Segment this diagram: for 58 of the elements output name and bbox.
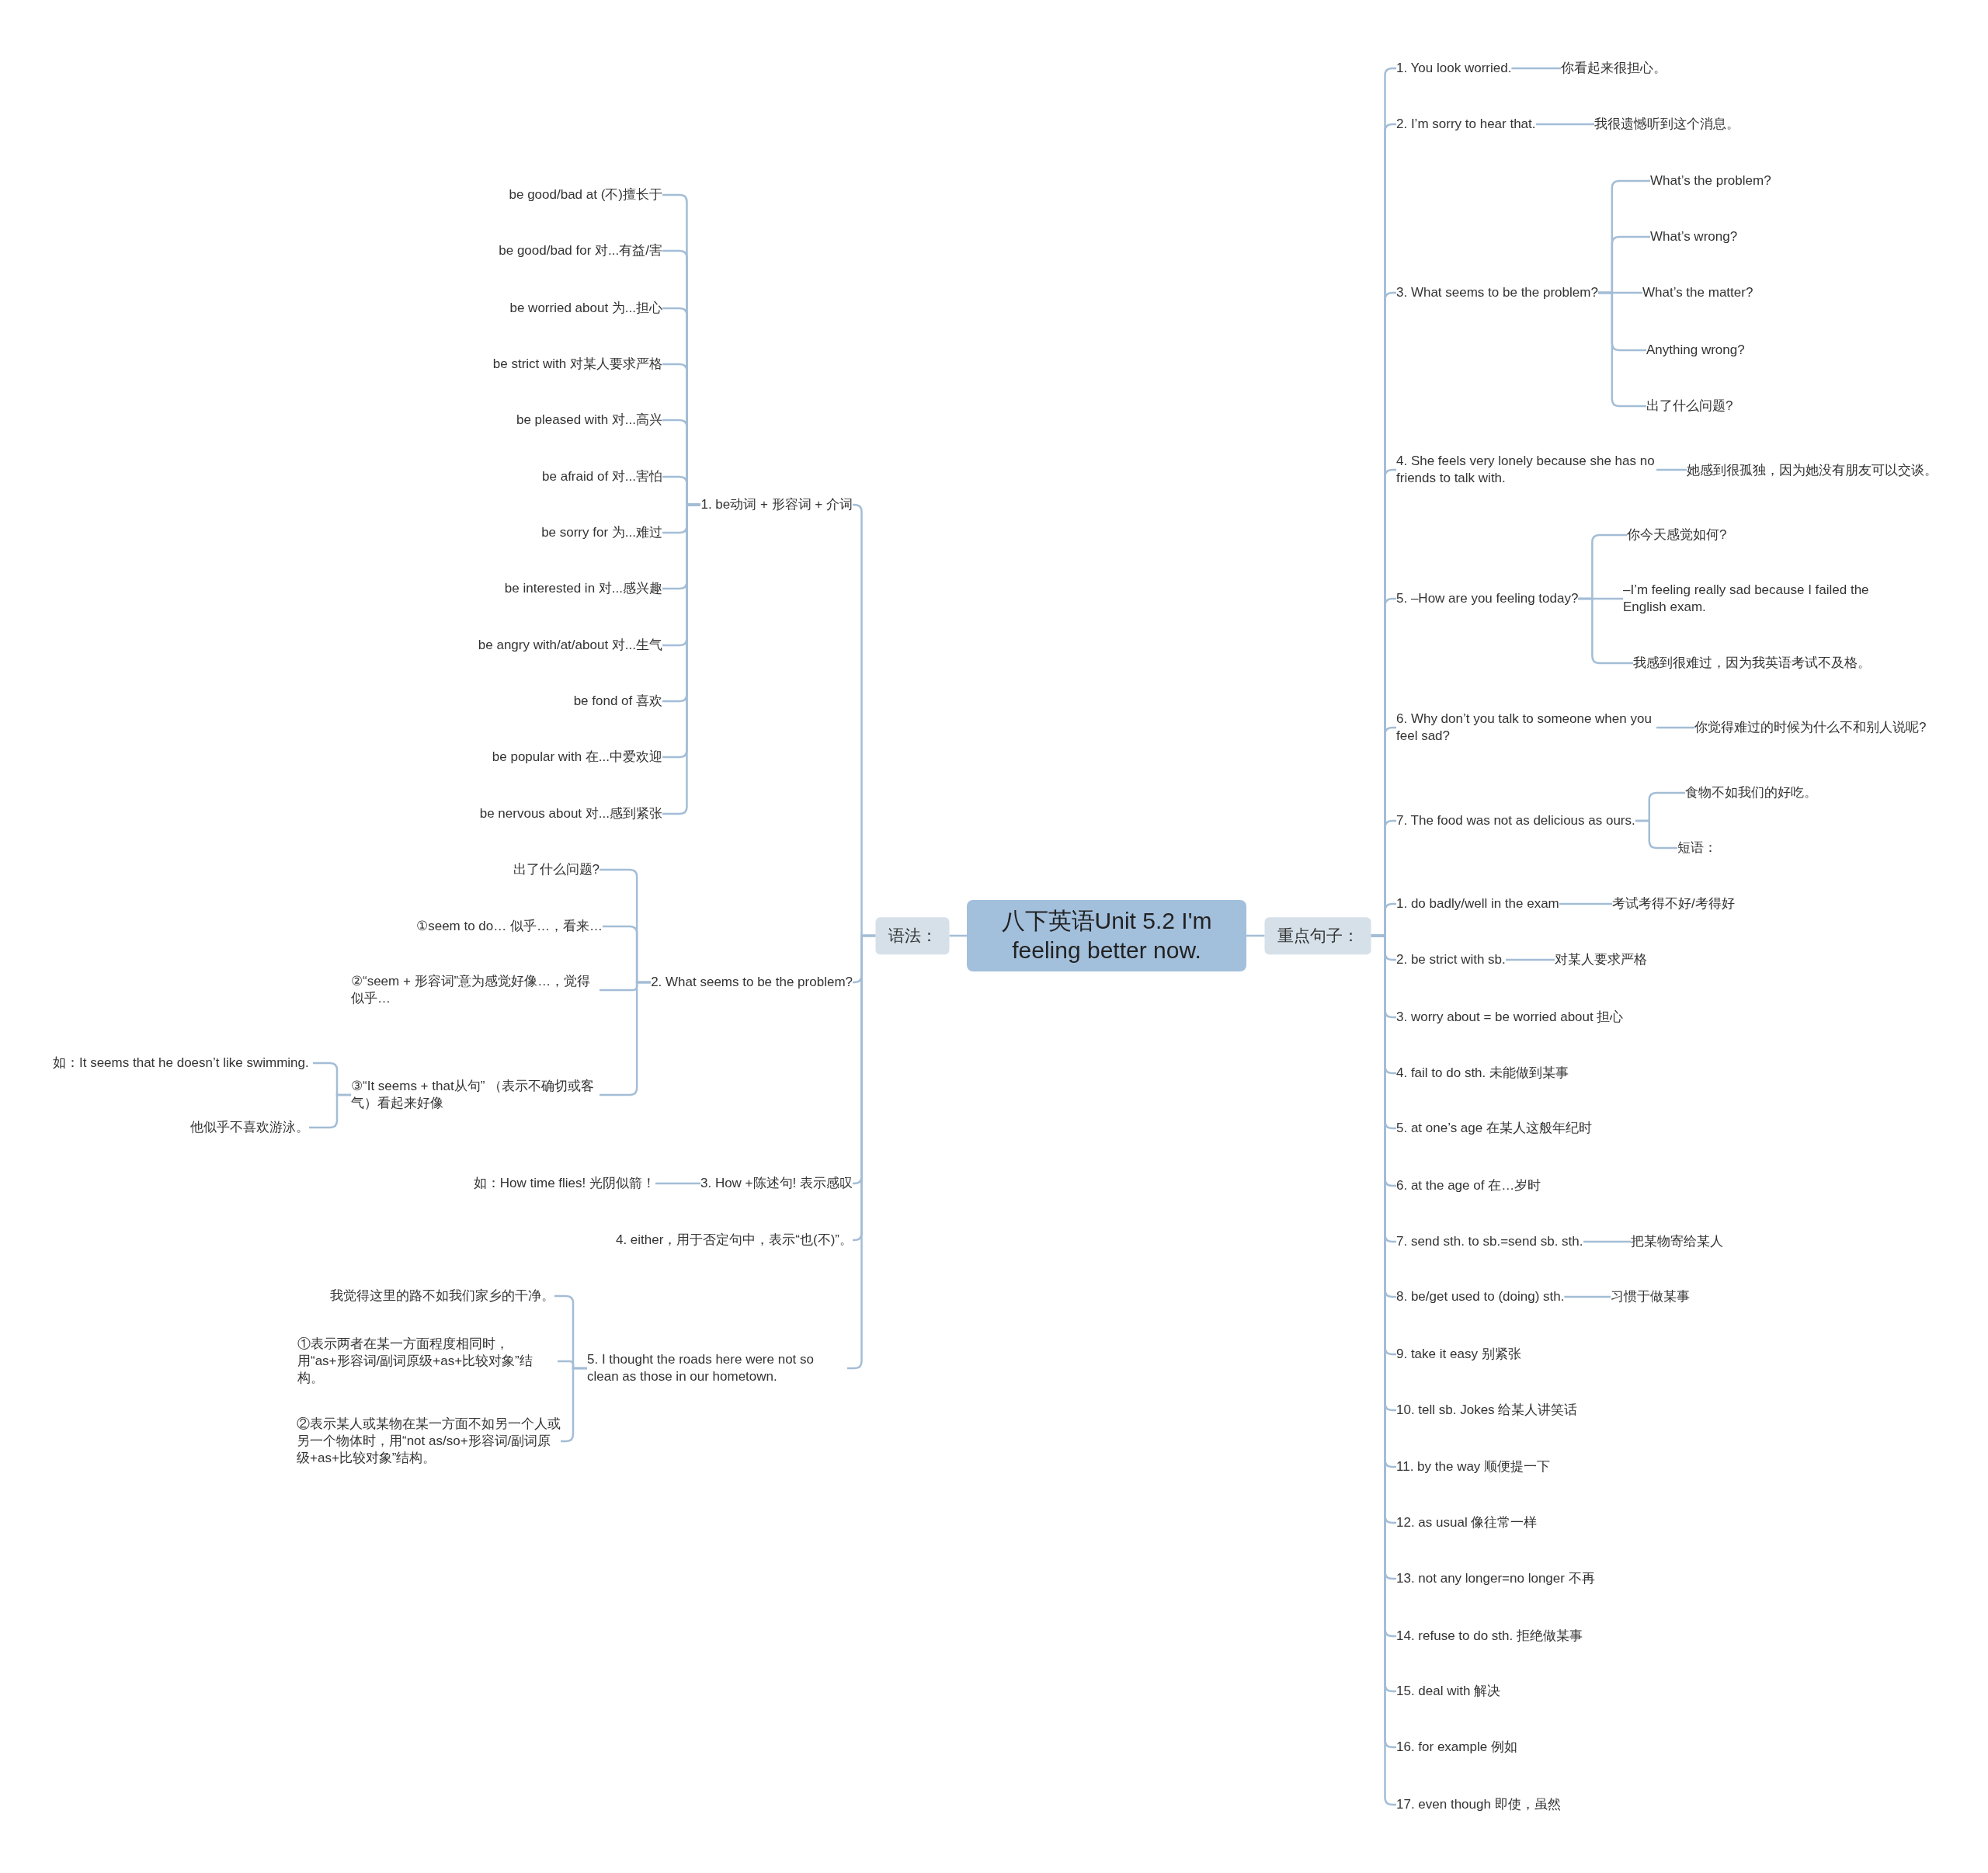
topic-text: be sorry for 为...难过 (541, 524, 662, 541)
topic-text: 11. by the way 顺便提一下 (1396, 1458, 1551, 1475)
topic-text: be angry with/at/about 对...生气 (478, 637, 662, 654)
topic-text: be nervous about 对...感到紧张 (479, 805, 662, 822)
topic-text: 16. for example 例如 (1396, 1739, 1517, 1756)
connector-line (1635, 819, 1677, 850)
topic-text: 你觉得难过的时候为什么不和别人说呢? (1694, 719, 1927, 736)
topic-text: ①seem to do… 似乎…，看来… (416, 918, 603, 935)
topic-text: be worried about 为...担心 (509, 300, 662, 317)
topic-text: 12. as usual 像往常一样 (1396, 1514, 1538, 1531)
topic-text: be afraid of 对...害怕 (542, 468, 662, 485)
topic-text: be good/bad at (不)擅长于 (509, 186, 662, 203)
connector-line (1583, 1240, 1631, 1243)
topic-text: be pleased with 对...高兴 (516, 412, 662, 429)
topic-text: ②表示某人或某物在某一方面不如另一个人或另一个物体时，用“not as/so+形容词/副词原级+as+比较对象”结构。 (297, 1416, 561, 1467)
topic-text: 9. take it easy 别紧张 (1396, 1346, 1521, 1363)
connector-line (1246, 934, 1265, 937)
topic-text: 14. refuse to do sth. 拒绝做某事 (1396, 1628, 1583, 1645)
topic-text: be popular with 在...中爱欢迎 (492, 749, 662, 766)
connector-line (600, 981, 652, 1096)
connector-line (662, 503, 701, 815)
topic-text: 出了什么问题? (513, 861, 600, 878)
topic-text: be good/bad for 对...有益/害 (499, 242, 662, 259)
topic-text: 3. worry about = be worried about 担心 (1396, 1009, 1624, 1026)
connector-line (1559, 902, 1612, 905)
topic-text: 考试考得不好/考得好 (1612, 895, 1735, 912)
topic-text: 6. at the age of 在…岁时 (1396, 1177, 1541, 1194)
topic-text: 17. even though 即使，虽然 (1396, 1796, 1561, 1813)
connector-line (1564, 1295, 1611, 1298)
branch-topic: 语法： (875, 917, 950, 954)
connector-line (949, 934, 967, 937)
topic-text: 1. be动词 + 形容词 + 介词 (700, 496, 853, 513)
connector-line (1656, 468, 1687, 471)
topic-text: 把某物寄给某人 (1631, 1233, 1723, 1250)
topic-text: 13. not any longer=no longer 不再 (1396, 1570, 1595, 1587)
connector-line (1597, 291, 1646, 408)
topic-text: 你今天感觉如何? (1627, 526, 1727, 544)
topic-text: 15. deal with 解决 (1396, 1683, 1501, 1700)
topic-text: 10. tell sb. Jokes 给某人讲笑话 (1396, 1402, 1578, 1419)
connector-line (1505, 958, 1555, 961)
connector-line (1535, 123, 1594, 126)
topic-text: 3. How +陈述句! 表示感叹 (700, 1175, 853, 1192)
topic-text: 出了什么问题? (1646, 398, 1733, 415)
connector-line (847, 934, 876, 1370)
topic-text: 4. fail to do sth. 未能做到某事 (1396, 1065, 1569, 1082)
topic-text: be fond of 喜欢 (573, 693, 662, 710)
topic-text: 习惯于做某事 (1611, 1288, 1690, 1305)
branch-topic: 重点句子： (1264, 917, 1371, 954)
connector-line (1511, 67, 1561, 70)
connector-line (1656, 726, 1694, 729)
topic-text: be interested in 对...感兴趣 (504, 580, 662, 597)
topic-text: 对某人要求严格 (1555, 951, 1647, 968)
connector-line (1578, 597, 1633, 665)
connector-line (655, 1182, 700, 1185)
central-topic: 八下英语Unit 5.2 I'm feeling better now. (967, 900, 1246, 971)
connector-line (309, 1093, 351, 1129)
topic-text: be strict with 对某人要求严格 (492, 356, 662, 373)
topic-text: 5. at one’s age 在某人这般年纪时 (1396, 1120, 1592, 1137)
